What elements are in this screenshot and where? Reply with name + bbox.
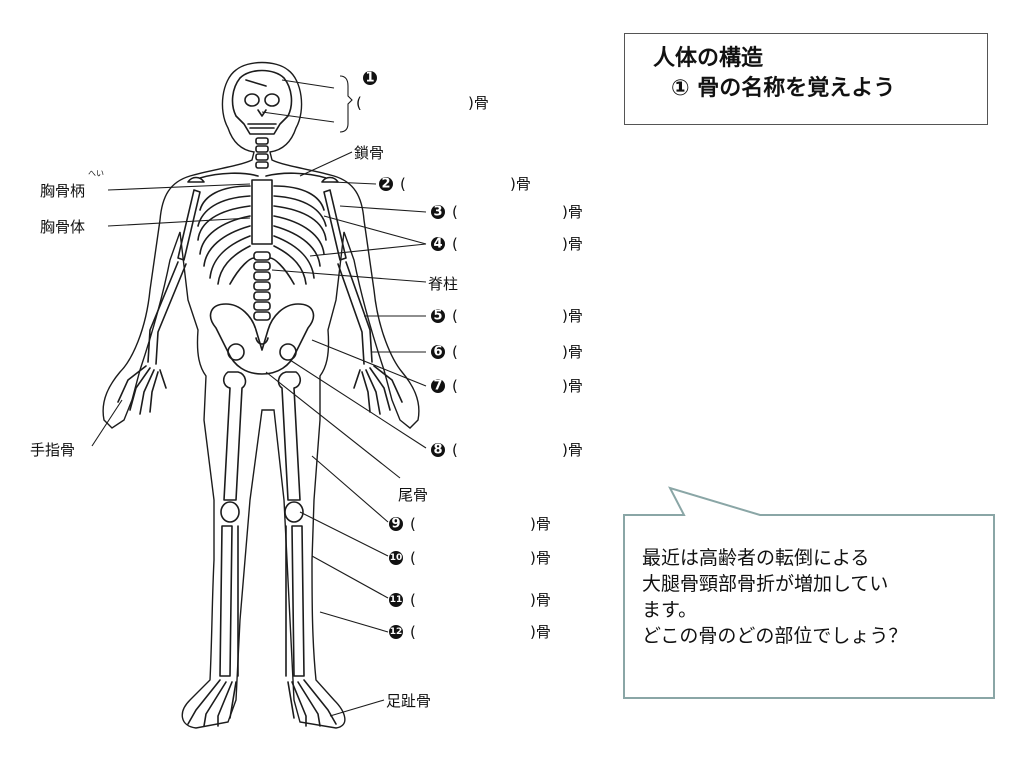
- label-sternum-body: 胸骨体: [40, 218, 85, 236]
- leader-8: [289, 359, 427, 449]
- leader-7: [311, 339, 427, 387]
- callout-line-2: 大腿骨頸部骨折が増加してい: [642, 573, 889, 595]
- pelvis: [209, 303, 315, 375]
- label-toe-bones: 足趾骨: [386, 692, 431, 710]
- number-badge-6: [431, 345, 445, 359]
- blank-1-close: )骨: [468, 94, 489, 112]
- blank-4-close: )骨: [562, 235, 583, 253]
- blank-3-close: )骨: [562, 203, 583, 221]
- blank-9-open: (: [410, 515, 416, 533]
- leader-12: [319, 611, 389, 633]
- leader-finger-bones: [91, 399, 123, 447]
- number-badge-5: [431, 309, 445, 323]
- number-5: 5: [433, 309, 442, 324]
- leader-3: [339, 205, 427, 213]
- rib-cage: [197, 179, 327, 285]
- blank-12-open: (: [410, 623, 416, 641]
- hand-bones: [117, 365, 403, 415]
- number-badge-9: [389, 517, 403, 531]
- title-line-1: 人体の構造: [653, 46, 764, 71]
- leader-spine: [271, 269, 427, 283]
- leader-manubrium: [107, 183, 251, 191]
- blank-9-close: )骨: [530, 515, 551, 533]
- number-badge-11: [389, 593, 403, 607]
- upper-arm-bones: [177, 189, 347, 261]
- blank-8-close: )骨: [562, 441, 583, 459]
- blank-2-open: (: [400, 175, 406, 193]
- title-line-2: ① 骨の名称を覚えよう: [671, 76, 896, 101]
- callout-line-4: どこの骨のどの部位でしょう？: [642, 625, 908, 647]
- number-badge-1: [363, 71, 377, 85]
- number-badge-4: [431, 237, 445, 251]
- foot-bones: [187, 679, 337, 727]
- blank-10-close: )骨: [530, 549, 551, 567]
- cervical-spine: [255, 137, 269, 169]
- label-manubrium: 胸骨柄: [40, 182, 85, 200]
- blank-11-close: )骨: [530, 591, 551, 609]
- number-badge-10: [389, 551, 403, 565]
- leader-11: [311, 555, 389, 599]
- blank-12-close: )骨: [530, 623, 551, 641]
- number-9: 9: [391, 517, 400, 532]
- number-10: 10: [390, 553, 403, 563]
- lumbar-spine: [253, 251, 271, 321]
- blank-10-open: (: [410, 549, 416, 567]
- blank-6-open: (: [452, 343, 458, 361]
- callout-text: 最近は高齢者の転倒による 大腿骨頸部骨折が増加してい ます。 どこの骨のどの部位…: [642, 545, 982, 649]
- number-12: 12: [390, 627, 403, 637]
- number-11: 11: [390, 595, 403, 605]
- blank-3-open: (: [452, 203, 458, 221]
- label-manubrium-ruby: へい: [88, 169, 104, 178]
- number-badge-7: [431, 379, 445, 393]
- callout-line-1: 最近は高齢者の転倒による: [642, 547, 870, 569]
- label-clavicle: 鎖骨: [354, 144, 384, 162]
- number-badge-8: [431, 443, 445, 457]
- blank-6-close: )骨: [562, 343, 583, 361]
- blank-5-close: )骨: [562, 307, 583, 325]
- bracket-1: [339, 75, 353, 133]
- blank-2-close: )骨: [510, 175, 531, 193]
- number-4: 4: [433, 237, 442, 252]
- number-8: 8: [433, 443, 442, 458]
- blank-5-open: (: [452, 307, 458, 325]
- leader-toe-bones: [329, 699, 385, 717]
- number-badge-3: [431, 205, 445, 219]
- femurs: [222, 371, 302, 501]
- title-box: 人体の構造 ① 骨の名称を覚えよう: [624, 33, 988, 125]
- callout-line-3: ます。: [642, 599, 698, 621]
- leader-sternum-body: [107, 217, 251, 227]
- leader-1b: [261, 111, 335, 123]
- number-1: 1: [365, 71, 374, 86]
- number-6: 6: [433, 345, 442, 360]
- forearm-bones: [147, 261, 373, 365]
- leader-clavicle: [299, 151, 353, 177]
- label-spine: 脊柱: [428, 275, 458, 293]
- number-badge-12: [389, 625, 403, 639]
- number-7: 7: [433, 379, 442, 394]
- blank-4-open: (: [452, 235, 458, 253]
- blank-1-open: (: [356, 94, 362, 112]
- leader-coccyx: [265, 371, 401, 479]
- blank-11-open: (: [410, 591, 416, 609]
- leader-2: [331, 181, 377, 185]
- blank-8-open: (: [452, 441, 458, 459]
- leader-9: [311, 455, 389, 523]
- number-3: 3: [433, 205, 442, 220]
- leader-1a: [281, 79, 335, 89]
- blank-7-close: )骨: [562, 377, 583, 395]
- label-coccyx: 尾骨: [398, 486, 428, 504]
- lower-leg-bones: [219, 525, 305, 677]
- blank-7-open: (: [452, 377, 458, 395]
- label-finger-bones: 手指骨: [30, 441, 75, 459]
- leader-4a: [323, 215, 427, 245]
- patellae: [220, 501, 304, 523]
- body-silhouette: [102, 61, 420, 729]
- leader-10: [299, 511, 389, 557]
- number-badge-2: [379, 177, 393, 191]
- number-2: 2: [381, 177, 390, 192]
- leader-4b: [309, 243, 427, 257]
- clavicles: [187, 172, 339, 183]
